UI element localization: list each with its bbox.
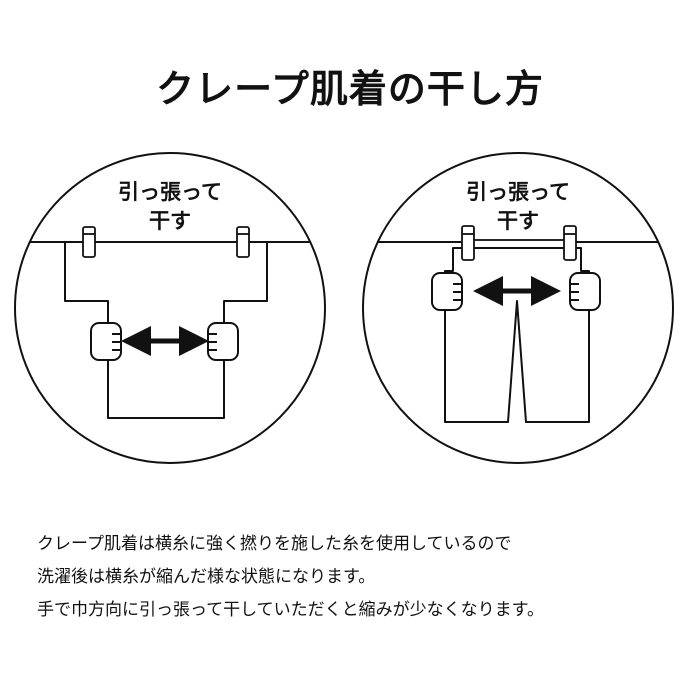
clothespin-icon bbox=[82, 226, 96, 258]
panel-label-line2: 干す bbox=[149, 209, 191, 233]
right-hand-icon bbox=[569, 272, 601, 311]
panel-label-line2: 干す bbox=[497, 209, 539, 233]
description-text: クレープ肌着は横糸に強く撚りを施した糸を使用しているので 洗濯後は横糸が縮んだ様… bbox=[37, 528, 677, 627]
description-line: クレープ肌着は横糸に強く撚りを施した糸を使用しているので bbox=[37, 534, 512, 554]
panel-label-line1: 引っ張って bbox=[118, 180, 222, 204]
panel-label: 引っ張って 干す bbox=[10, 178, 330, 236]
description-line: 手で巾方向に引っ張って干していただくと縮みが少なくなります。 bbox=[37, 600, 544, 620]
shirt-drying-illustration bbox=[14, 152, 326, 464]
shirt-drying-panel: 引っ張って 干す bbox=[10, 148, 330, 468]
panel-label: 引っ張って 干す bbox=[358, 178, 678, 236]
left-hand-icon bbox=[90, 322, 122, 361]
pants-outline bbox=[444, 247, 590, 423]
clothespin-icon bbox=[236, 226, 250, 258]
pants-drying-panel: 引っ張って 干す bbox=[358, 148, 678, 468]
pants-drying-illustration bbox=[362, 152, 674, 464]
hanger-bar bbox=[469, 239, 567, 249]
clothespin-icon bbox=[563, 225, 577, 261]
page-title: クレープ肌着の干し方 bbox=[156, 67, 544, 111]
description-line: 洗濯後は横糸が縮んだ様な状態になります。 bbox=[37, 567, 376, 587]
left-hand-icon bbox=[431, 272, 463, 311]
clothespin-icon bbox=[461, 225, 475, 261]
panel-label-line1: 引っ張って bbox=[466, 180, 570, 204]
right-hand-icon bbox=[207, 322, 239, 361]
shirt-outline bbox=[64, 242, 268, 419]
